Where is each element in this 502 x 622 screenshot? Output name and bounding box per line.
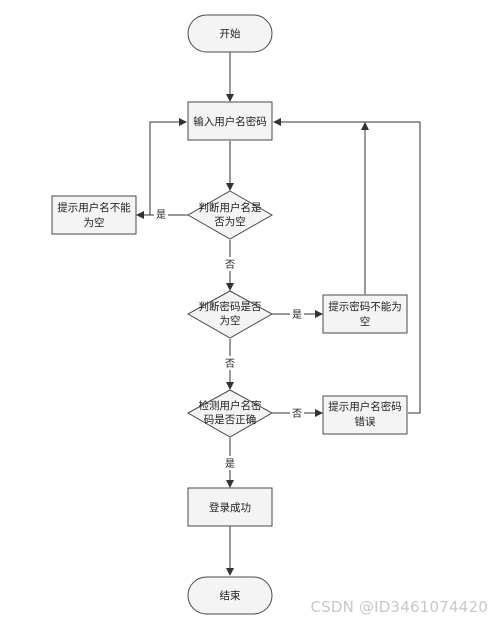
prompt-password-empty-label-2: 空 [360, 315, 371, 328]
input-process-box [187, 101, 273, 141]
watermark: CSDN @ID3461074420 [310, 598, 488, 616]
login-success-box [187, 487, 273, 527]
check-username-empty-label-2: 否为空 [214, 215, 246, 228]
prompt-wrong-credentials-label-1: 提示用户名密码 [328, 400, 402, 413]
label-pwd-empty-no: 否 [225, 358, 235, 370]
label-correct-yes: 是 [225, 458, 235, 470]
prompt-password-empty-label-1: 提示密码不能为 [328, 300, 402, 313]
label-correct-no: 否 [292, 408, 302, 420]
check-credentials-decision [186, 389, 274, 438]
input-label: 输入用户名密码 [193, 115, 267, 128]
label-user-empty-yes: 是 [156, 209, 166, 221]
check-password-empty-label-2: 为空 [220, 314, 241, 327]
prompt-username-empty-label-1: 提示用户名不能 [57, 201, 131, 214]
start-label: 开始 [220, 27, 241, 40]
check-password-empty-decision [186, 290, 274, 339]
check-username-empty-label-1: 判断用户名是 [199, 201, 262, 214]
end-label: 结束 [220, 589, 241, 602]
label-pwd-empty-yes: 是 [292, 309, 302, 321]
check-credentials-label-2: 码是否正确 [204, 413, 257, 426]
start-terminator [187, 14, 273, 53]
prompt-wrong-credentials-box [322, 395, 408, 435]
check-username-empty-decision [186, 190, 274, 240]
prompt-username-empty-label-2: 为空 [84, 216, 105, 229]
prompt-wrong-credentials-label-2: 错误 [355, 415, 376, 428]
end-terminator [187, 576, 273, 615]
login-success-label: 登录成功 [209, 501, 251, 514]
check-credentials-label-1: 检测用户名密 [199, 399, 262, 412]
check-password-empty-label-1: 判断密码是否 [199, 300, 262, 313]
edge-prompt-user-to-input [149, 118, 187, 215]
label-user-empty-no: 否 [225, 259, 235, 271]
edge-prompt-wrong-to-input [273, 118, 421, 414]
prompt-password-empty-box [322, 294, 408, 334]
prompt-username-empty-box [51, 195, 137, 235]
